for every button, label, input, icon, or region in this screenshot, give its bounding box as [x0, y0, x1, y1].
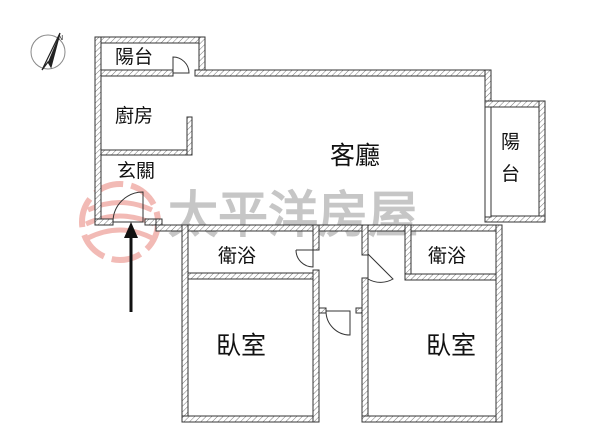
- watermark-text: 太平洋房屋: [168, 185, 418, 244]
- doors: [112, 56, 394, 336]
- room-label-balcony-top: 陽台: [115, 46, 153, 68]
- room-label-kitchen: 廚房: [115, 104, 153, 127]
- room-label-living-room: 客廳: [330, 141, 380, 170]
- room-label-entrance: 玄關: [117, 160, 155, 182]
- room-label-bedroom-left: 臥室: [216, 331, 266, 360]
- compass-north-label: N: [58, 34, 63, 42]
- room-label-bath-right: 衛浴: [428, 245, 466, 267]
- room-label-balcony-right-1: 陽: [501, 131, 520, 153]
- room-label-bedroom-right: 臥室: [426, 331, 476, 360]
- room-label-bath-left: 衛浴: [218, 245, 256, 267]
- walls: [94, 36, 546, 423]
- entrance-arrow-icon: [124, 222, 138, 312]
- compass-icon: N: [30, 32, 66, 71]
- room-label-balcony-right-2: 台: [501, 163, 520, 185]
